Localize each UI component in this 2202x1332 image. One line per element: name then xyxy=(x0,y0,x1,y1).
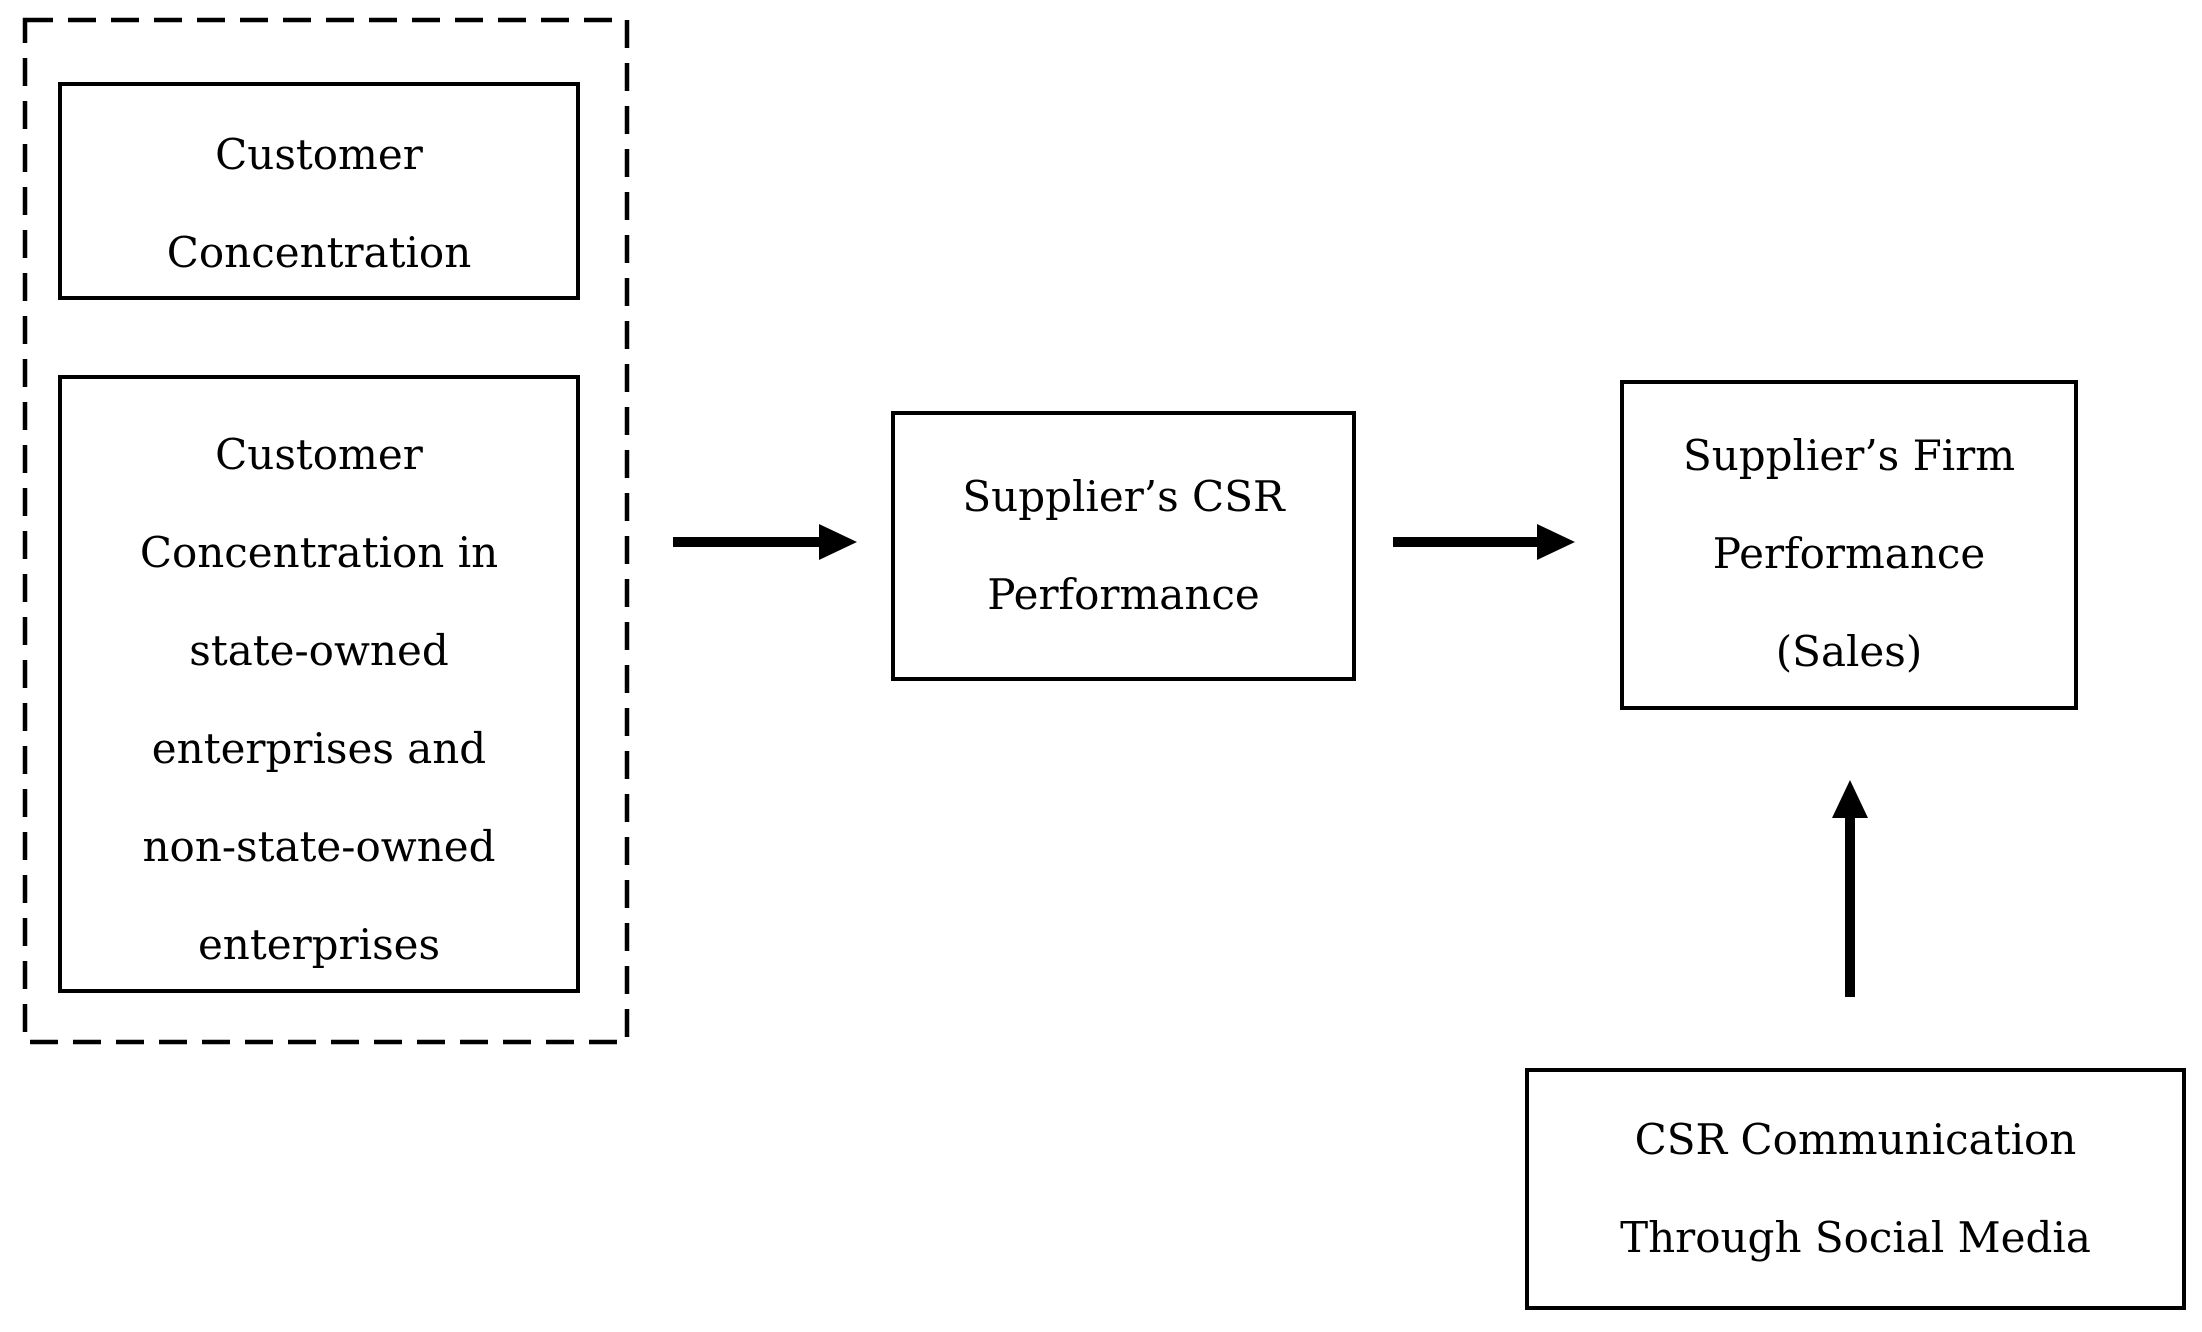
box-text-line: Customer xyxy=(215,130,423,179)
arrow-communication-to-firm-head-icon xyxy=(1832,780,1868,818)
arrow-concentration-to-csr xyxy=(673,537,821,547)
customer-concentration-group-outline xyxy=(22,17,630,1045)
box-text-line: CSR Communication xyxy=(1634,1115,2077,1164)
box-text-line: non-state-owned xyxy=(142,822,496,871)
supplier-csr-performance-box: Supplier’s CSR Performance xyxy=(891,411,1356,681)
supplier-firm-performance-box: Supplier’s Firm Performance (Sales) xyxy=(1620,380,2078,710)
arrow-csr-to-firm xyxy=(1393,537,1539,547)
box-text-line: (Sales) xyxy=(1775,627,1923,676)
box-text-line: Performance xyxy=(987,570,1260,619)
box-text-line: state-owned xyxy=(189,626,449,675)
box-text-line: Supplier’s Firm xyxy=(1682,431,2016,480)
arrow-communication-to-firm xyxy=(1845,814,1855,997)
box-text-line: enterprises and xyxy=(151,724,487,773)
customer-concentration-box: Customer Concentration xyxy=(58,82,580,300)
csr-communication-box: CSR Communication Through Social Media xyxy=(1525,1068,2186,1310)
box-text-line: Concentration in xyxy=(139,528,499,577)
box-text-line: Through Social Media xyxy=(1620,1213,2091,1262)
box-text-line: enterprises xyxy=(197,920,441,969)
customer-concentration-ownership-box: Customer Concentration in state-owned en… xyxy=(58,375,580,993)
box-text-line: Concentration xyxy=(166,228,472,277)
box-text-line: Performance xyxy=(1712,529,1986,578)
arrow-concentration-to-csr-head-icon xyxy=(819,524,857,560)
arrow-csr-to-firm-head-icon xyxy=(1537,524,1575,560)
box-text-line: Supplier’s CSR xyxy=(962,472,1285,521)
box-text-line: Customer xyxy=(215,430,423,479)
